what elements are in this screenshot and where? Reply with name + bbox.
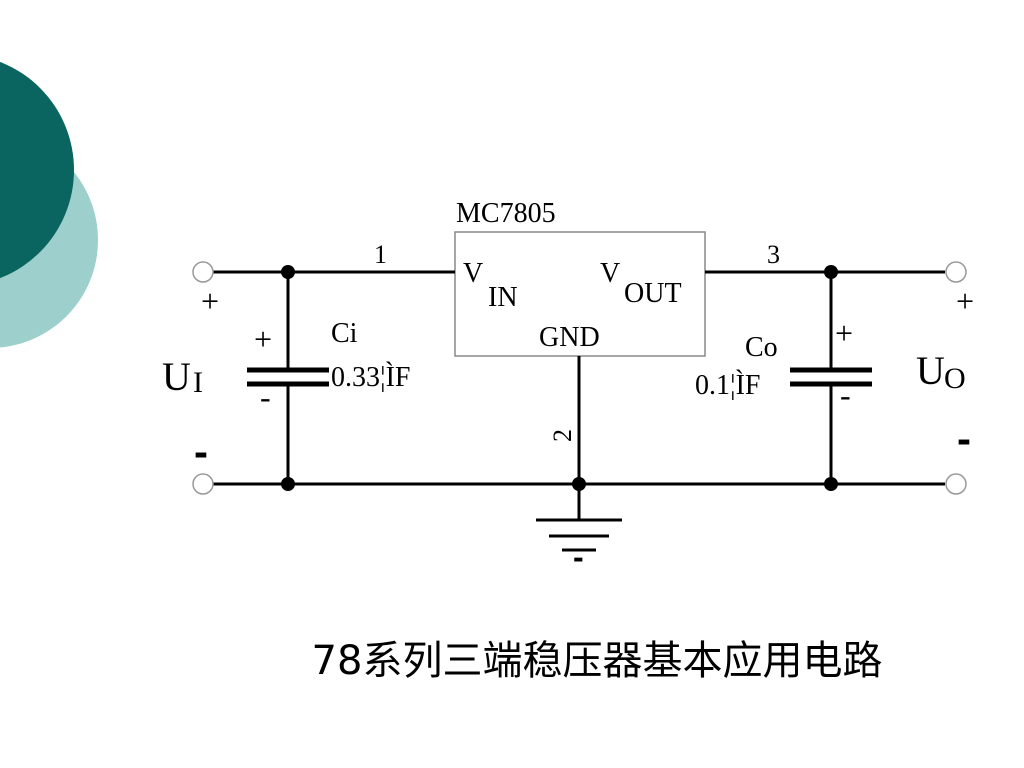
pin3-number: 3: [767, 240, 780, 269]
output-plus: +: [956, 283, 974, 319]
vout-sub: OUT: [624, 278, 682, 309]
junction-dot: [824, 265, 838, 279]
uo-sub: O: [944, 362, 966, 395]
input-minus: -: [194, 428, 208, 475]
output-minus: -: [957, 415, 971, 462]
ui-sub: I: [193, 366, 203, 399]
diagram-caption: 78系列三端稳压器基本应用电路: [311, 638, 883, 684]
output-terminal-top: [945, 261, 967, 283]
ground-minus: -: [573, 539, 584, 575]
co-plus: +: [835, 315, 853, 351]
junction-dot: [572, 477, 586, 491]
junction-dot: [824, 477, 838, 491]
terminals: [192, 261, 967, 495]
decor-circle-dark: [0, 61, 74, 279]
input-terminal-top: [192, 261, 214, 283]
vin-sub: IN: [488, 282, 518, 313]
ci-name: Ci: [331, 318, 358, 349]
pin2-number: 2: [548, 429, 577, 442]
gnd-label: GND: [539, 322, 600, 353]
co-name: Co: [745, 332, 778, 363]
capacitor-co: [790, 367, 872, 387]
ci-value: 0.33¦ÌF: [331, 362, 411, 393]
capacitor-ci: [247, 367, 329, 387]
ci-minus: -: [260, 379, 271, 415]
input-terminal-bottom: [192, 473, 214, 495]
junction-dots: [281, 265, 838, 491]
input-plus: +: [201, 283, 219, 319]
co-minus: -: [840, 377, 851, 413]
ground-symbol: [536, 518, 622, 552]
ci-plus: +: [254, 321, 272, 357]
vin-main: V: [463, 258, 483, 289]
ui-main: U: [162, 354, 191, 399]
regulator-box: [454, 231, 706, 357]
pin1-number: 1: [374, 240, 387, 269]
uo-main: U: [916, 348, 945, 393]
junction-dot: [281, 477, 295, 491]
junction-dot: [281, 265, 295, 279]
vout-main: V: [600, 258, 620, 289]
chip-name-label: MC7805: [456, 198, 556, 229]
output-terminal-bottom: [945, 473, 967, 495]
co-value: 0.1¦ÌF: [695, 370, 761, 401]
